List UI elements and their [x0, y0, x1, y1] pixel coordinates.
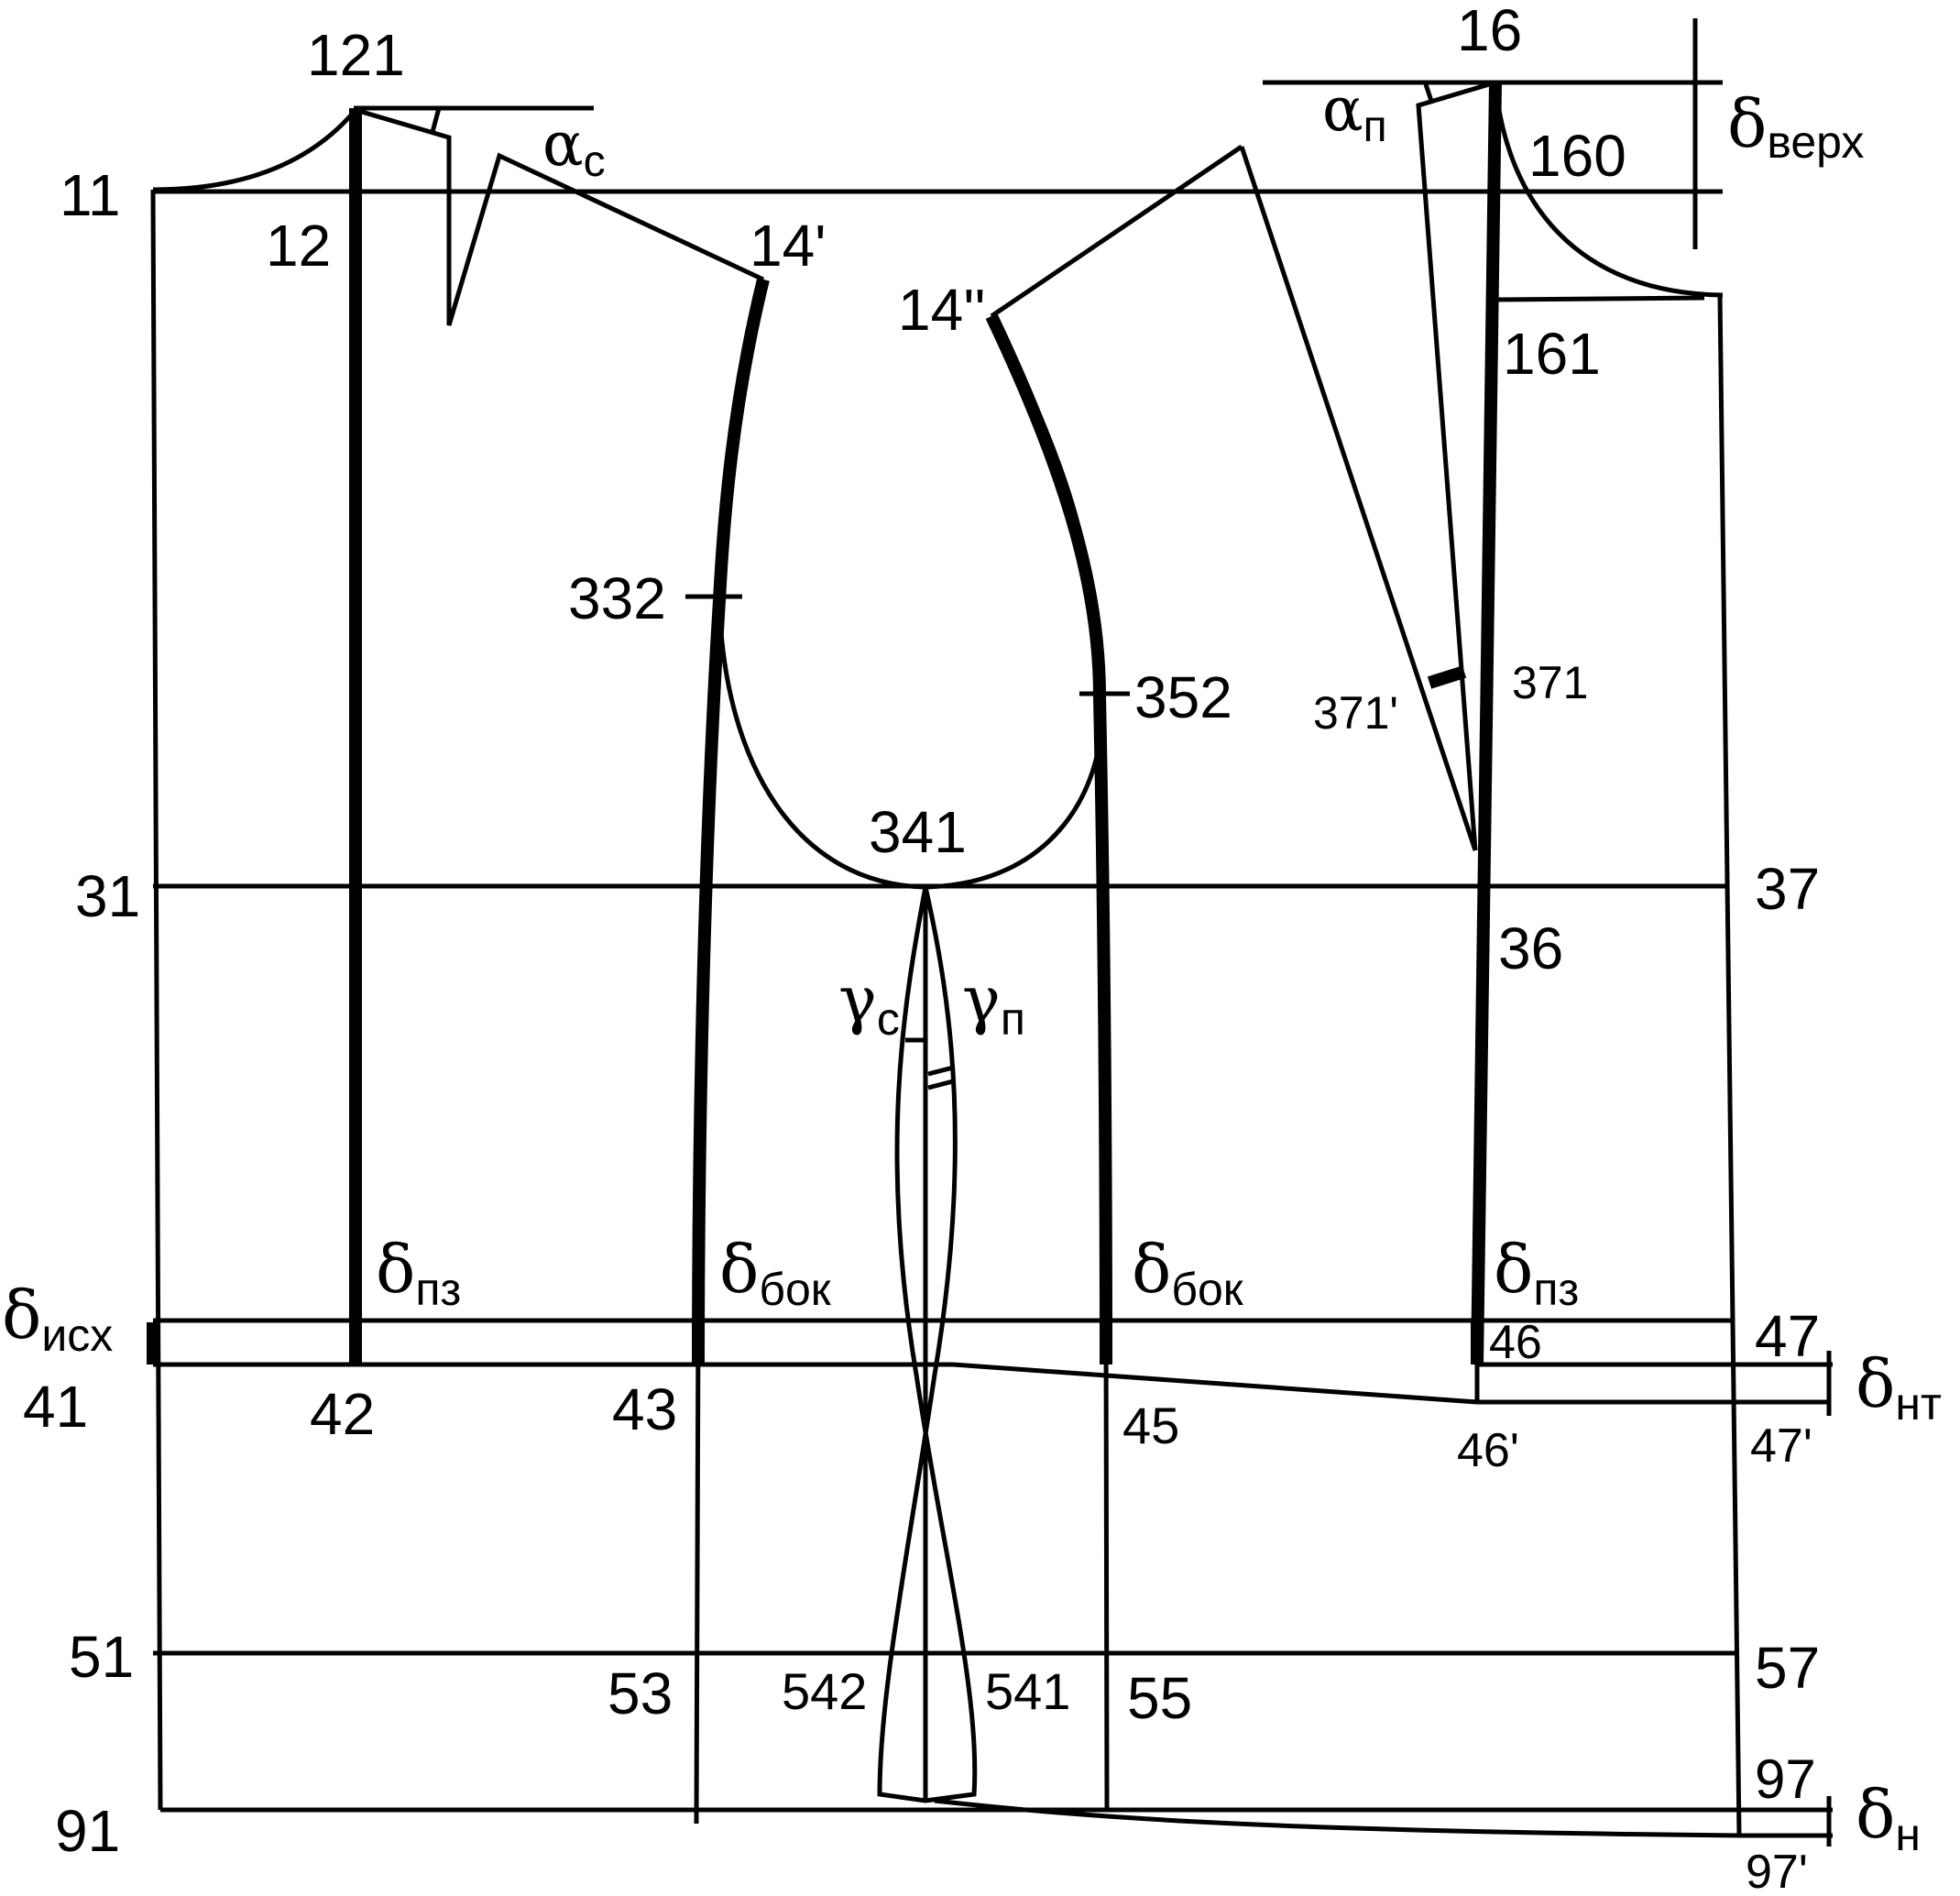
symbol-delta-isx: δисх [2, 1277, 113, 1361]
label-47: 47 [1755, 1303, 1820, 1369]
label-121: 121 [307, 22, 405, 88]
right-edge [1717, 294, 1742, 1836]
waist-slope [952, 1362, 1478, 1405]
front-side-line-45 [985, 312, 1112, 1365]
symbol-alpha-p: αп [1322, 74, 1387, 151]
segment-371 [1427, 665, 1467, 689]
symbol-alpha-c: αс [542, 109, 606, 186]
front-center-line-46 [1471, 82, 1502, 1365]
front-neck-curve [1493, 83, 1724, 298]
front-neck-dart [1416, 80, 1496, 851]
symbol-delta-top: δверх [1727, 85, 1864, 168]
label-41: 41 [23, 1374, 88, 1440]
line-45 [1103, 1320, 1110, 1811]
point-labels: 121 11 12 14' 14'' 16 160 161 332 352 37… [23, 0, 1820, 1896]
label-14-prime: 14' [750, 213, 826, 279]
gamma-p-tick-2 [927, 1079, 954, 1090]
construction-lines [150, 18, 1833, 1847]
symbol-gamma-p: γп [962, 962, 1025, 1045]
symbol-labels: αс αп δверх γс γп δпз δбок δбок δпз δисх… [2, 74, 1942, 1860]
line-43 [694, 1320, 701, 1825]
label-160: 160 [1528, 123, 1626, 189]
label-53: 53 [608, 1660, 673, 1726]
back-shoulder-dart [355, 107, 765, 326]
front-shoulder [990, 144, 1243, 319]
thick-lines [147, 82, 1723, 1365]
symbol-gamma-c: γс [838, 962, 900, 1045]
back-neck-curve [152, 108, 357, 192]
label-42: 42 [310, 1381, 375, 1447]
label-37: 37 [1755, 856, 1820, 922]
label-57: 57 [1755, 1635, 1820, 1701]
left-edge [150, 189, 163, 1811]
alpha-p-tick [1423, 83, 1435, 104]
label-36: 36 [1498, 915, 1563, 981]
label-542: 542 [782, 1662, 867, 1720]
label-16: 16 [1457, 0, 1522, 63]
label-47-prime: 47' [1750, 1419, 1812, 1473]
line-161 [1495, 295, 1705, 302]
symbol-delta-pz-left: δпз [376, 1231, 461, 1315]
symbol-delta-pz-right: δпз [1494, 1231, 1579, 1315]
label-51: 51 [69, 1624, 134, 1690]
symbol-delta-bok-left: δбок [719, 1231, 832, 1315]
label-97: 97 [1755, 1748, 1816, 1810]
alpha-c-tick [430, 107, 442, 133]
label-46: 46 [1489, 1316, 1542, 1369]
hem-slope [934, 1798, 1833, 1838]
back-side-line-43 [692, 278, 770, 1365]
label-371: 371 [1512, 657, 1588, 708]
symbol-delta-n: δн [1856, 1776, 1921, 1860]
label-91: 91 [55, 1798, 120, 1864]
label-12: 12 [266, 213, 331, 279]
label-341: 341 [869, 799, 967, 865]
label-352: 352 [1134, 664, 1232, 730]
label-43: 43 [612, 1376, 677, 1442]
label-97-prime: 97' [1746, 1846, 1808, 1896]
label-11: 11 [60, 162, 120, 228]
label-46-prime: 46' [1457, 1424, 1519, 1477]
symbol-delta-bok-right: δбок [1132, 1231, 1244, 1315]
symbol-delta-nt: δнт [1856, 1345, 1942, 1430]
label-31: 31 [75, 863, 140, 929]
label-332: 332 [568, 565, 666, 631]
label-55: 55 [1127, 1665, 1192, 1731]
label-371-prime: 371' [1313, 687, 1398, 739]
label-161: 161 [1503, 321, 1601, 387]
gamma-p-tick-1 [927, 1065, 954, 1077]
front-shoulder-dart-outer [1239, 146, 1478, 851]
label-14-double-prime: 14'' [898, 277, 986, 343]
label-45: 45 [1122, 1397, 1179, 1454]
side-seam-curve-back [877, 886, 978, 1803]
armhole-curve [717, 279, 1105, 890]
label-541: 541 [985, 1662, 1070, 1720]
